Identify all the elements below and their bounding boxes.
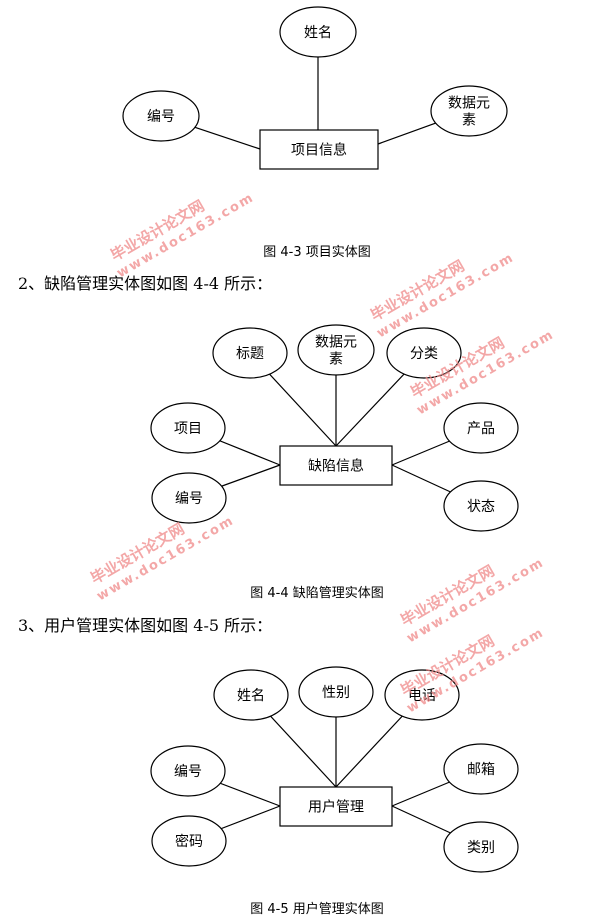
figure-caption: 图 4-3 项目实体图 — [263, 245, 371, 260]
attribute-label: 性别 — [322, 685, 350, 701]
attribute-label: 编号 — [147, 109, 175, 125]
attribute-ellipse — [297, 324, 375, 376]
entity-label: 用户管理 — [308, 799, 364, 816]
attribute-label: 类别 — [467, 840, 495, 856]
attribute-ellipse — [384, 669, 460, 721]
intro-paragraph: 2、缺陷管理实体图如图 4-4 所示： — [18, 274, 272, 293]
attribute-ellipse — [279, 6, 357, 58]
intro-paragraph: 3、用户管理实体图如图 4-5 所示： — [18, 616, 272, 635]
attribute-label: 编号 — [174, 764, 202, 780]
attribute-ellipse — [443, 743, 519, 795]
attribute-label: 电话 — [408, 688, 436, 704]
figure-caption: 图 4-5 用户管理实体图 — [250, 901, 384, 917]
entity-box — [279, 445, 393, 486]
attribute-ellipse — [213, 669, 289, 721]
attribute-ellipse — [151, 472, 227, 524]
attribute-label: 状态 — [467, 499, 495, 515]
attribute-label: 姓名 — [304, 25, 332, 41]
attribute-ellipse — [151, 815, 227, 867]
attribute-label: 标题 — [236, 346, 264, 362]
attribute-ellipse — [212, 327, 288, 379]
attribute-label: 编号 — [175, 491, 203, 507]
attribute-ellipse — [443, 402, 519, 454]
figure-caption: 图 4-4 缺陷管理实体图 — [250, 586, 384, 601]
attribute-ellipse — [443, 480, 519, 532]
attribute-label: 邮箱 — [467, 762, 495, 778]
attribute-ellipse — [150, 745, 226, 797]
attribute-ellipse — [386, 327, 462, 379]
attribute-ellipse — [122, 90, 200, 142]
entity-box — [259, 129, 379, 170]
entity-label: 项目信息 — [291, 142, 347, 159]
attribute-label: 姓名 — [237, 688, 265, 704]
entity-box — [279, 786, 393, 827]
attribute-ellipse — [150, 402, 226, 454]
attribute-label: 产品 — [467, 421, 495, 437]
attribute-ellipse — [298, 666, 374, 718]
attribute-label: 数据元素 — [315, 335, 357, 368]
attribute-label: 数据元素 — [448, 96, 490, 129]
attribute-ellipse — [430, 85, 508, 137]
entity-label: 缺陷信息 — [308, 458, 364, 475]
attribute-ellipse — [443, 821, 519, 873]
attribute-label: 密码 — [175, 833, 203, 850]
attribute-label: 项目 — [174, 421, 202, 437]
attribute-label: 分类 — [410, 346, 438, 362]
